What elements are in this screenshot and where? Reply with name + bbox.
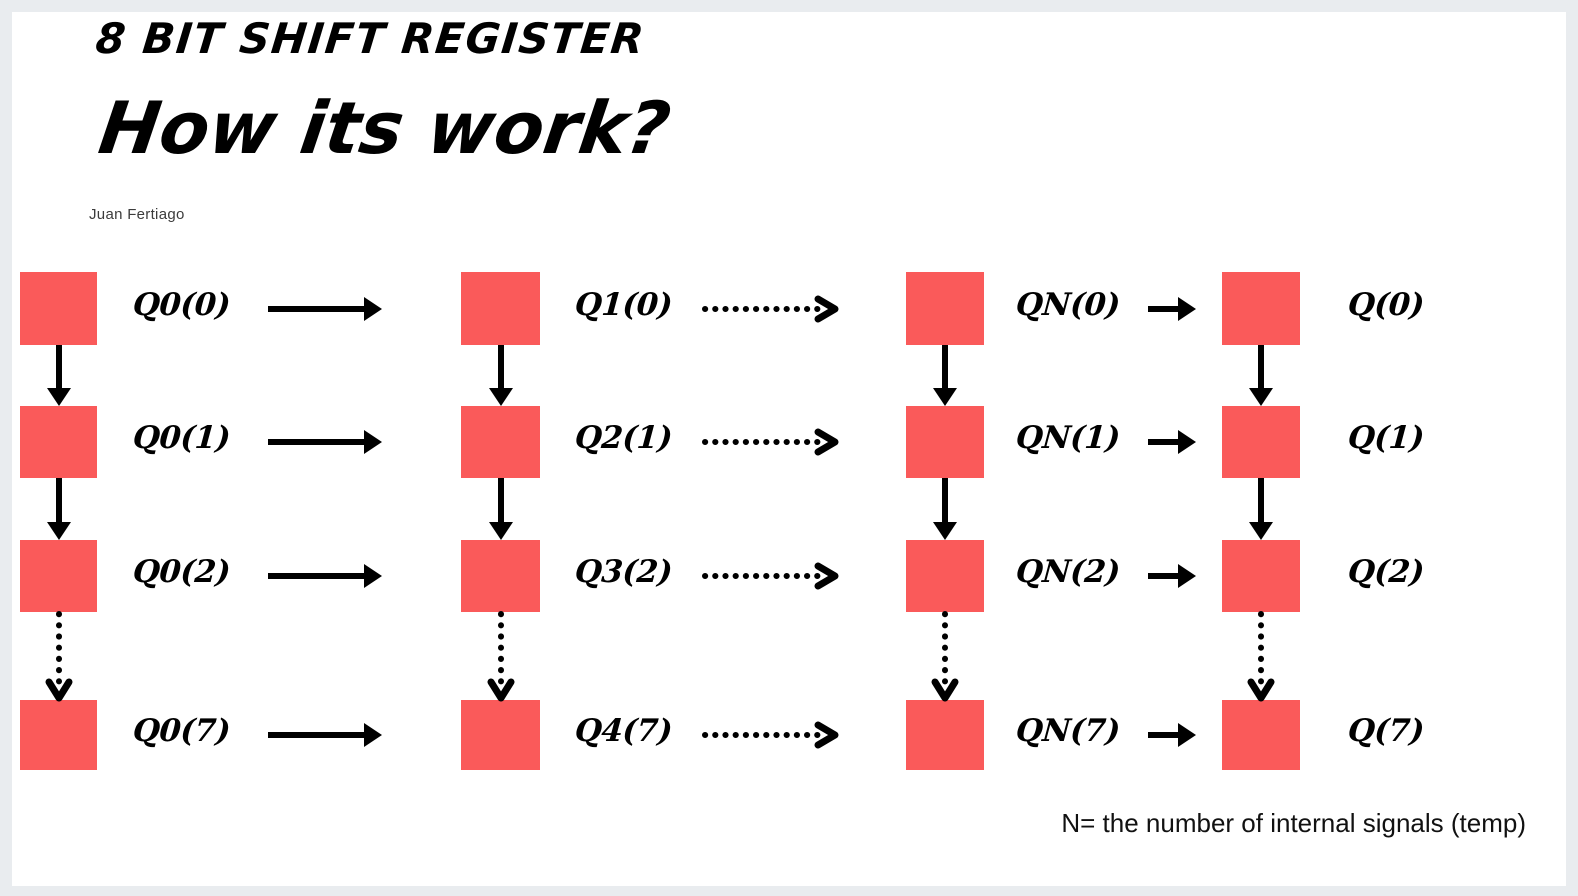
register-cell-col-3-bit-2	[1222, 540, 1300, 612]
signal-label-col-2-bit-1: QN(1)	[1014, 420, 1122, 456]
shift-connector-col-0-1	[46, 478, 71, 540]
signal-label-col-1-bit-0: Q1(0)	[573, 286, 674, 323]
shift-connector-col-3-2	[1247, 611, 1275, 702]
flow-arrow-col-0-bit-2	[268, 564, 382, 588]
register-cell-col-2-bit-2	[906, 540, 984, 612]
register-cell-col-0-bit-0	[20, 272, 97, 345]
register-cell-col-0-bit-2	[20, 540, 97, 612]
flow-arrow-col-2-bit-2	[1148, 564, 1196, 588]
flow-arrow-col-2-bit-0	[1148, 296, 1196, 321]
signal-label-col-2-bit-2: QN(2)	[1014, 554, 1122, 590]
shift-connector-col-1-0	[488, 345, 513, 406]
shift-connector-col-2-1	[933, 478, 957, 540]
shift-connector-col-2-0	[933, 345, 957, 406]
signal-label-col-3-bit-2: Q(2)	[1346, 554, 1426, 590]
flow-arrow-col-0-bit-1	[268, 430, 382, 454]
register-cell-col-1-bit-0	[461, 272, 540, 345]
flow-arrow-col-1-bit-1	[702, 428, 839, 456]
signal-label-col-0-bit-1: Q0(1)	[131, 420, 232, 456]
signal-label-col-3-bit-1: Q(1)	[1346, 420, 1426, 456]
register-cell-col-0-bit-7	[20, 700, 97, 770]
register-cell-col-2-bit-1	[906, 406, 984, 478]
register-cell-col-0-bit-1	[20, 406, 97, 478]
register-cell-col-3-bit-0	[1222, 272, 1300, 345]
flow-arrow-col-2-bit-7	[1148, 723, 1196, 747]
register-cell-col-2-bit-7	[906, 700, 984, 770]
signal-label-col-1-bit-7: Q4(7)	[573, 713, 674, 749]
shift-connector-col-2-2	[931, 611, 959, 702]
register-cell-col-3-bit-7	[1222, 700, 1300, 770]
signal-label-col-1-bit-2: Q3(2)	[573, 554, 674, 590]
slide-canvas	[12, 12, 1566, 886]
register-cell-col-1-bit-2	[461, 540, 540, 612]
register-cell-col-1-bit-1	[461, 406, 540, 478]
signal-label-col-2-bit-0: QN(0)	[1014, 286, 1122, 323]
flow-arrow-col-2-bit-1	[1148, 430, 1196, 454]
flow-arrow-col-0-bit-0	[268, 296, 382, 321]
shift-connector-col-0-2	[45, 611, 72, 702]
flow-arrow-col-0-bit-7	[268, 723, 382, 747]
shift-connector-col-1-1	[488, 478, 513, 540]
signal-label-col-2-bit-7: QN(7)	[1014, 713, 1122, 749]
signal-label-col-3-bit-0: Q(0)	[1346, 286, 1426, 323]
flow-arrow-col-1-bit-0	[702, 295, 839, 322]
shift-connector-col-1-2	[487, 611, 514, 702]
signal-label-col-3-bit-7: Q(7)	[1346, 713, 1426, 749]
signal-label-col-0-bit-0: Q0(0)	[131, 286, 232, 323]
register-cell-col-2-bit-0	[906, 272, 984, 345]
author-byline: Juan Fertiago	[89, 206, 185, 223]
register-cell-col-3-bit-1	[1222, 406, 1300, 478]
footnote-legend: N= the number of internal signals (temp)	[1061, 808, 1526, 838]
register-cell-col-1-bit-7	[461, 700, 540, 770]
signal-label-col-0-bit-7: Q0(7)	[131, 713, 232, 749]
shift-connector-col-3-0	[1249, 345, 1273, 406]
flow-arrow-col-1-bit-7	[702, 721, 839, 749]
signal-label-col-0-bit-2: Q0(2)	[131, 554, 232, 590]
flow-arrow-col-1-bit-2	[702, 562, 839, 590]
shift-connector-col-3-1	[1249, 478, 1273, 540]
shift-connector-col-0-0	[46, 345, 71, 406]
signal-label-col-1-bit-1: Q2(1)	[573, 420, 674, 456]
